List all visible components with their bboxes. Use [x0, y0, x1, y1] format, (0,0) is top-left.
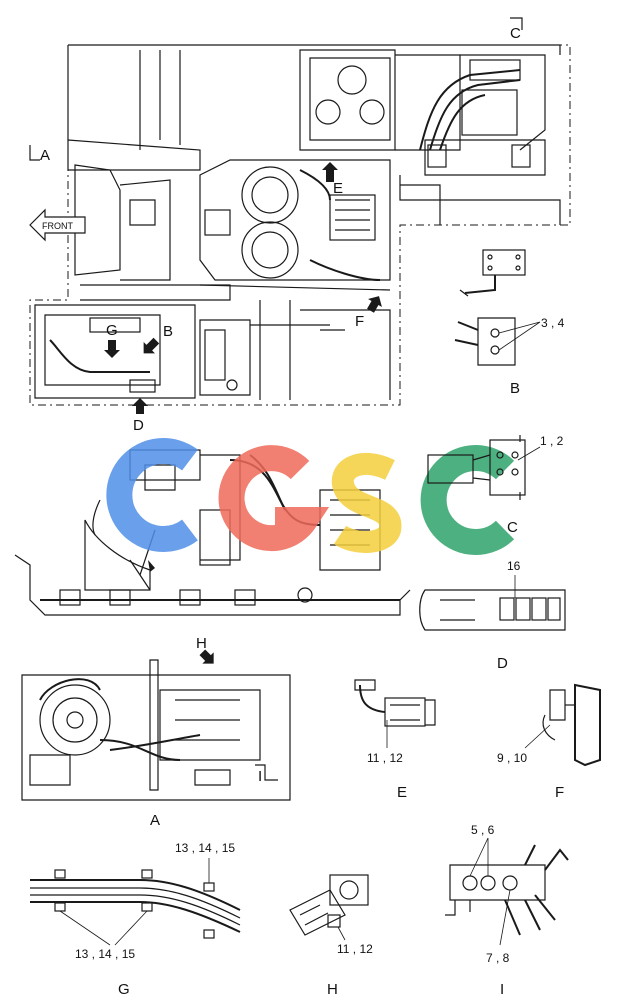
callout-16: 16: [507, 559, 521, 573]
callout-13-14-15-top: 13 , 14 , 15: [175, 841, 235, 855]
view-i-label: I: [500, 981, 504, 998]
view-a: I H A: [21, 635, 291, 829]
arrow-f-icon: [367, 296, 382, 313]
callout-1-2: 1 , 2: [540, 434, 564, 448]
view-c-label: C: [507, 519, 518, 536]
view-f: 9 , 10 F: [497, 683, 601, 801]
callout-9-10: 9 , 10: [497, 751, 527, 765]
section-i-mark: I: [258, 768, 262, 785]
svg-text:FRONT: FRONT: [42, 221, 73, 231]
view-h: 11 , 12 H: [289, 874, 373, 998]
arrow-e-icon: [322, 162, 338, 182]
callout-11-12-e: 11 , 12: [367, 751, 403, 765]
callout-11-12-h: 11 , 12: [337, 942, 373, 956]
view-c: 1 , 2 C: [427, 434, 564, 536]
view-g: 13 , 14 , 15 13 , 14 , 15 G: [30, 841, 241, 998]
arrow-b-icon: [143, 337, 160, 354]
arrow-h-icon: [199, 649, 214, 664]
arrow-e-label: E: [333, 180, 343, 197]
view-a-label: A: [150, 812, 160, 829]
view-d-label: D: [497, 655, 508, 672]
arrow-g-icon: [104, 340, 120, 358]
watermark-logo: [106, 438, 515, 555]
arrow-g-label: G: [106, 322, 118, 339]
arrow-h-label: H: [196, 635, 207, 652]
top-plan-view: FRONT A C E F G B D: [29, 17, 571, 434]
section-a-mark: A: [40, 147, 50, 164]
view-e-label: E: [397, 784, 407, 801]
view-i: 5 , 6 7 , 8 I: [445, 823, 569, 998]
callout-13-14-15-bottom: 13 , 14 , 15: [75, 947, 135, 961]
view-g-label: G: [118, 981, 130, 998]
view-b-label: B: [510, 380, 520, 397]
view-h-label: H: [327, 981, 338, 998]
front-arrow: FRONT: [29, 208, 86, 242]
section-c-mark: C: [510, 25, 521, 42]
view-b: 3 , 4 B: [454, 249, 565, 397]
callout-5-6: 5 , 6: [471, 823, 495, 837]
view-e: 11 , 12 E: [354, 679, 436, 801]
arrow-b-label: B: [163, 323, 173, 340]
callout-3-4: 3 , 4: [541, 316, 565, 330]
view-f-label: F: [555, 784, 564, 801]
arrow-d-label: D: [133, 417, 144, 434]
callout-7-8: 7 , 8: [486, 951, 510, 965]
view-d: 16 D: [419, 559, 566, 672]
arrow-d-icon: [132, 398, 148, 414]
arrow-f-label: F: [355, 313, 364, 330]
